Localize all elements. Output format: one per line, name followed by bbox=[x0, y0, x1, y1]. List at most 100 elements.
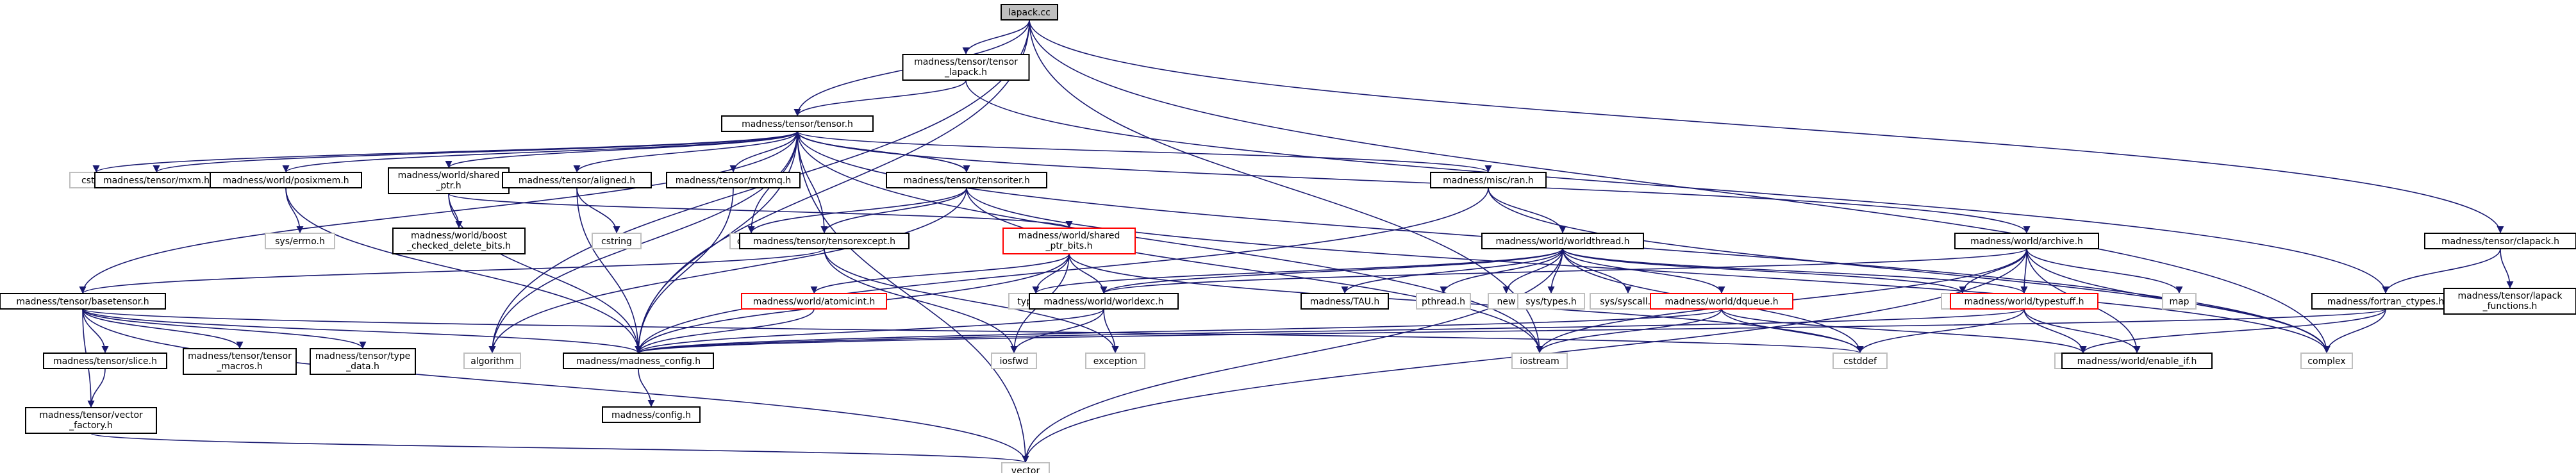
node-sys-types-h[interactable]: sys/types.h bbox=[1517, 293, 1585, 310]
node-label: madness/world/atomicint.h bbox=[753, 297, 876, 307]
node-label: _functions.h bbox=[2482, 301, 2538, 311]
node-label: lapack.cc bbox=[1008, 8, 1051, 18]
node-label: complex bbox=[2307, 356, 2345, 367]
node-basetensor-h[interactable]: madness/tensor/basetensor.h bbox=[0, 293, 166, 310]
node-worldthread-h[interactable]: madness/world/worldthread.h bbox=[1481, 233, 1644, 249]
node-config-h[interactable]: madness/config.h bbox=[602, 406, 701, 423]
node-boost-delete-h[interactable]: madness/world/boost_checked_delete_bits.… bbox=[392, 228, 526, 254]
node-cstring[interactable]: cstring bbox=[592, 233, 642, 249]
node-algorithm[interactable]: algorithm bbox=[463, 353, 521, 369]
edge-shared-ptr-h-to-shared-ptr-bits-h bbox=[448, 193, 1073, 229]
edge-fortran-ctypes-h-to-complex bbox=[2323, 308, 2386, 354]
node-box bbox=[1002, 228, 1136, 254]
node-map[interactable]: map bbox=[2162, 293, 2197, 310]
node-exception[interactable]: exception bbox=[1085, 353, 1145, 369]
node-lapack-cc[interactable]: lapack.cc bbox=[1001, 4, 1058, 21]
edge-worldexc-h-to-madness-config-h bbox=[635, 308, 1104, 354]
node-sys-errno-h[interactable]: sys/errno.h bbox=[265, 233, 335, 249]
edge-worldthread-h-to-tau-h bbox=[1341, 248, 1563, 294]
dependency-edges bbox=[79, 19, 2514, 463]
node-label: madness/world/typestuff.h bbox=[1964, 297, 2084, 307]
node-box bbox=[25, 407, 157, 434]
node-vector-factory-h[interactable]: madness/tensor/vector_factory.h bbox=[25, 407, 157, 434]
node-label: new bbox=[1497, 297, 1516, 307]
node-pthread-h[interactable]: pthread.h bbox=[1416, 293, 1471, 310]
node-box bbox=[2311, 293, 2460, 310]
node-aligned-h[interactable]: madness/tensor/aligned.h bbox=[502, 172, 652, 188]
node-tensor-macros-h[interactable]: madness/tensor/tensor_macros.h bbox=[183, 348, 297, 375]
edge-tensor-h-to-mxm-h bbox=[153, 131, 798, 173]
node-box bbox=[741, 293, 887, 310]
node-label: cstring bbox=[601, 236, 632, 247]
node-ran-h[interactable]: madness/misc/ran.h bbox=[1430, 172, 1547, 188]
edge-tensor-h-to-archive-h bbox=[797, 131, 2031, 234]
node-tensor-h[interactable]: madness/tensor/tensor.h bbox=[721, 115, 874, 132]
node-type-data-h[interactable]: madness/tensor/type_data.h bbox=[310, 348, 416, 375]
edge-tensoriter-h-to-cmath bbox=[747, 187, 967, 234]
node-archive-h[interactable]: madness/world/archive.h bbox=[1954, 233, 2099, 249]
node-fortran-ctypes-h[interactable]: madness/fortran_ctypes.h bbox=[2311, 293, 2460, 310]
node-mxm-h[interactable]: madness/tensor/mxm.h bbox=[94, 172, 219, 188]
node-label: madness/world/dqueue.h bbox=[1665, 297, 1778, 307]
node-complex[interactable]: complex bbox=[2300, 353, 2353, 369]
node-tensorexcept-h[interactable]: madness/tensor/tensorexcept.h bbox=[739, 233, 910, 249]
node-label: vector bbox=[1011, 466, 1040, 473]
node-box bbox=[1085, 353, 1145, 369]
node-box bbox=[502, 172, 652, 188]
edge-typestuff-h-to-stdint-h bbox=[2023, 308, 2087, 354]
edge-clapack-h-to-lapack-functions-h bbox=[2500, 248, 2514, 289]
node-atomicint-h[interactable]: madness/world/atomicint.h bbox=[741, 293, 887, 310]
node-box bbox=[210, 172, 362, 188]
node-label: madness/tensor/clapack.h bbox=[2441, 236, 2559, 247]
node-box bbox=[1511, 353, 1568, 369]
node-iosfwd[interactable]: iosfwd bbox=[991, 353, 1037, 369]
node-enable-if-h[interactable]: madness/world/enable_if.h bbox=[2061, 353, 2213, 369]
node-slice-h[interactable]: madness/tensor/slice.h bbox=[43, 353, 167, 369]
node-worldexc-h[interactable]: madness/world/worldexc.h bbox=[1029, 293, 1179, 310]
node-shared-ptr-h[interactable]: madness/world/shared_ptr.h bbox=[388, 167, 510, 194]
node-lapack-functions-h[interactable]: madness/tensor/lapack_functions.h bbox=[2443, 288, 2576, 315]
node-label: madness/world/boost bbox=[411, 231, 507, 241]
node-iostream[interactable]: iostream bbox=[1511, 353, 1568, 369]
node-box bbox=[1832, 353, 1888, 369]
edge-basetensor-h-to-vector bbox=[82, 308, 1029, 463]
node-box bbox=[886, 172, 1047, 188]
node-box bbox=[463, 353, 521, 369]
edge-basetensor-h-to-tensor-macros-h bbox=[82, 308, 244, 349]
node-typestuff-h[interactable]: madness/world/typestuff.h bbox=[1950, 293, 2098, 310]
node-tau-h[interactable]: madness/TAU.h bbox=[1300, 293, 1389, 310]
node-label: exception bbox=[1093, 356, 1137, 367]
node-label: madness/tensor/mxm.h bbox=[103, 176, 210, 186]
edge-vector-factory-h-to-vector bbox=[90, 433, 1029, 463]
node-box bbox=[592, 233, 642, 249]
edge-tensor-h-to-aligned-h bbox=[573, 131, 798, 173]
edge-worldthread-h-to-worldexc-h bbox=[1100, 248, 1563, 294]
node-box bbox=[1416, 293, 1471, 310]
node-dqueue-h[interactable]: madness/world/dqueue.h bbox=[1650, 293, 1793, 310]
node-tensor-lapack-h[interactable]: madness/tensor/tensor_lapack.h bbox=[902, 54, 1030, 81]
node-tensoriter-h[interactable]: madness/tensor/tensoriter.h bbox=[886, 172, 1047, 188]
edge-atomicint-h-to-madness-config-h bbox=[635, 308, 815, 354]
edge-tensoriter-h-to-algorithm bbox=[488, 187, 967, 354]
edge-mtxmq-h-to-madness-config-h bbox=[635, 187, 734, 354]
node-label: sys/errno.h bbox=[275, 236, 325, 247]
node-madness-config-h[interactable]: madness/madness_config.h bbox=[563, 353, 714, 369]
node-clapack-h[interactable]: madness/tensor/clapack.h bbox=[2424, 233, 2576, 249]
node-box bbox=[0, 293, 166, 310]
node-posixmem-h[interactable]: madness/world/posixmem.h bbox=[210, 172, 362, 188]
node-shared-ptr-bits-h[interactable]: madness/world/shared_ptr_bits.h bbox=[1002, 228, 1136, 254]
node-vector[interactable]: vector bbox=[1001, 462, 1050, 473]
node-label: madness/tensor/tensor bbox=[914, 57, 1018, 67]
edge-madness-config-h-to-config-h bbox=[638, 368, 655, 408]
node-label: madness/tensor/tensorexcept.h bbox=[753, 236, 895, 247]
node-label: madness/world/archive.h bbox=[1970, 236, 2083, 247]
node-cstddef[interactable]: cstddef bbox=[1832, 353, 1888, 369]
edge-basetensor-h-to-madness-config-h bbox=[82, 308, 642, 354]
node-label: madness/world/worldexc.h bbox=[1043, 297, 1163, 307]
node-label: madness/world/shared bbox=[1018, 231, 1120, 241]
edge-dqueue-h-to-madness-config-h bbox=[635, 308, 1722, 354]
node-mtxmq-h[interactable]: madness/tensor/mtxmq.h bbox=[666, 172, 801, 188]
node-label: _macros.h bbox=[216, 361, 263, 372]
node-box bbox=[2424, 233, 2576, 249]
node-box bbox=[392, 228, 526, 254]
